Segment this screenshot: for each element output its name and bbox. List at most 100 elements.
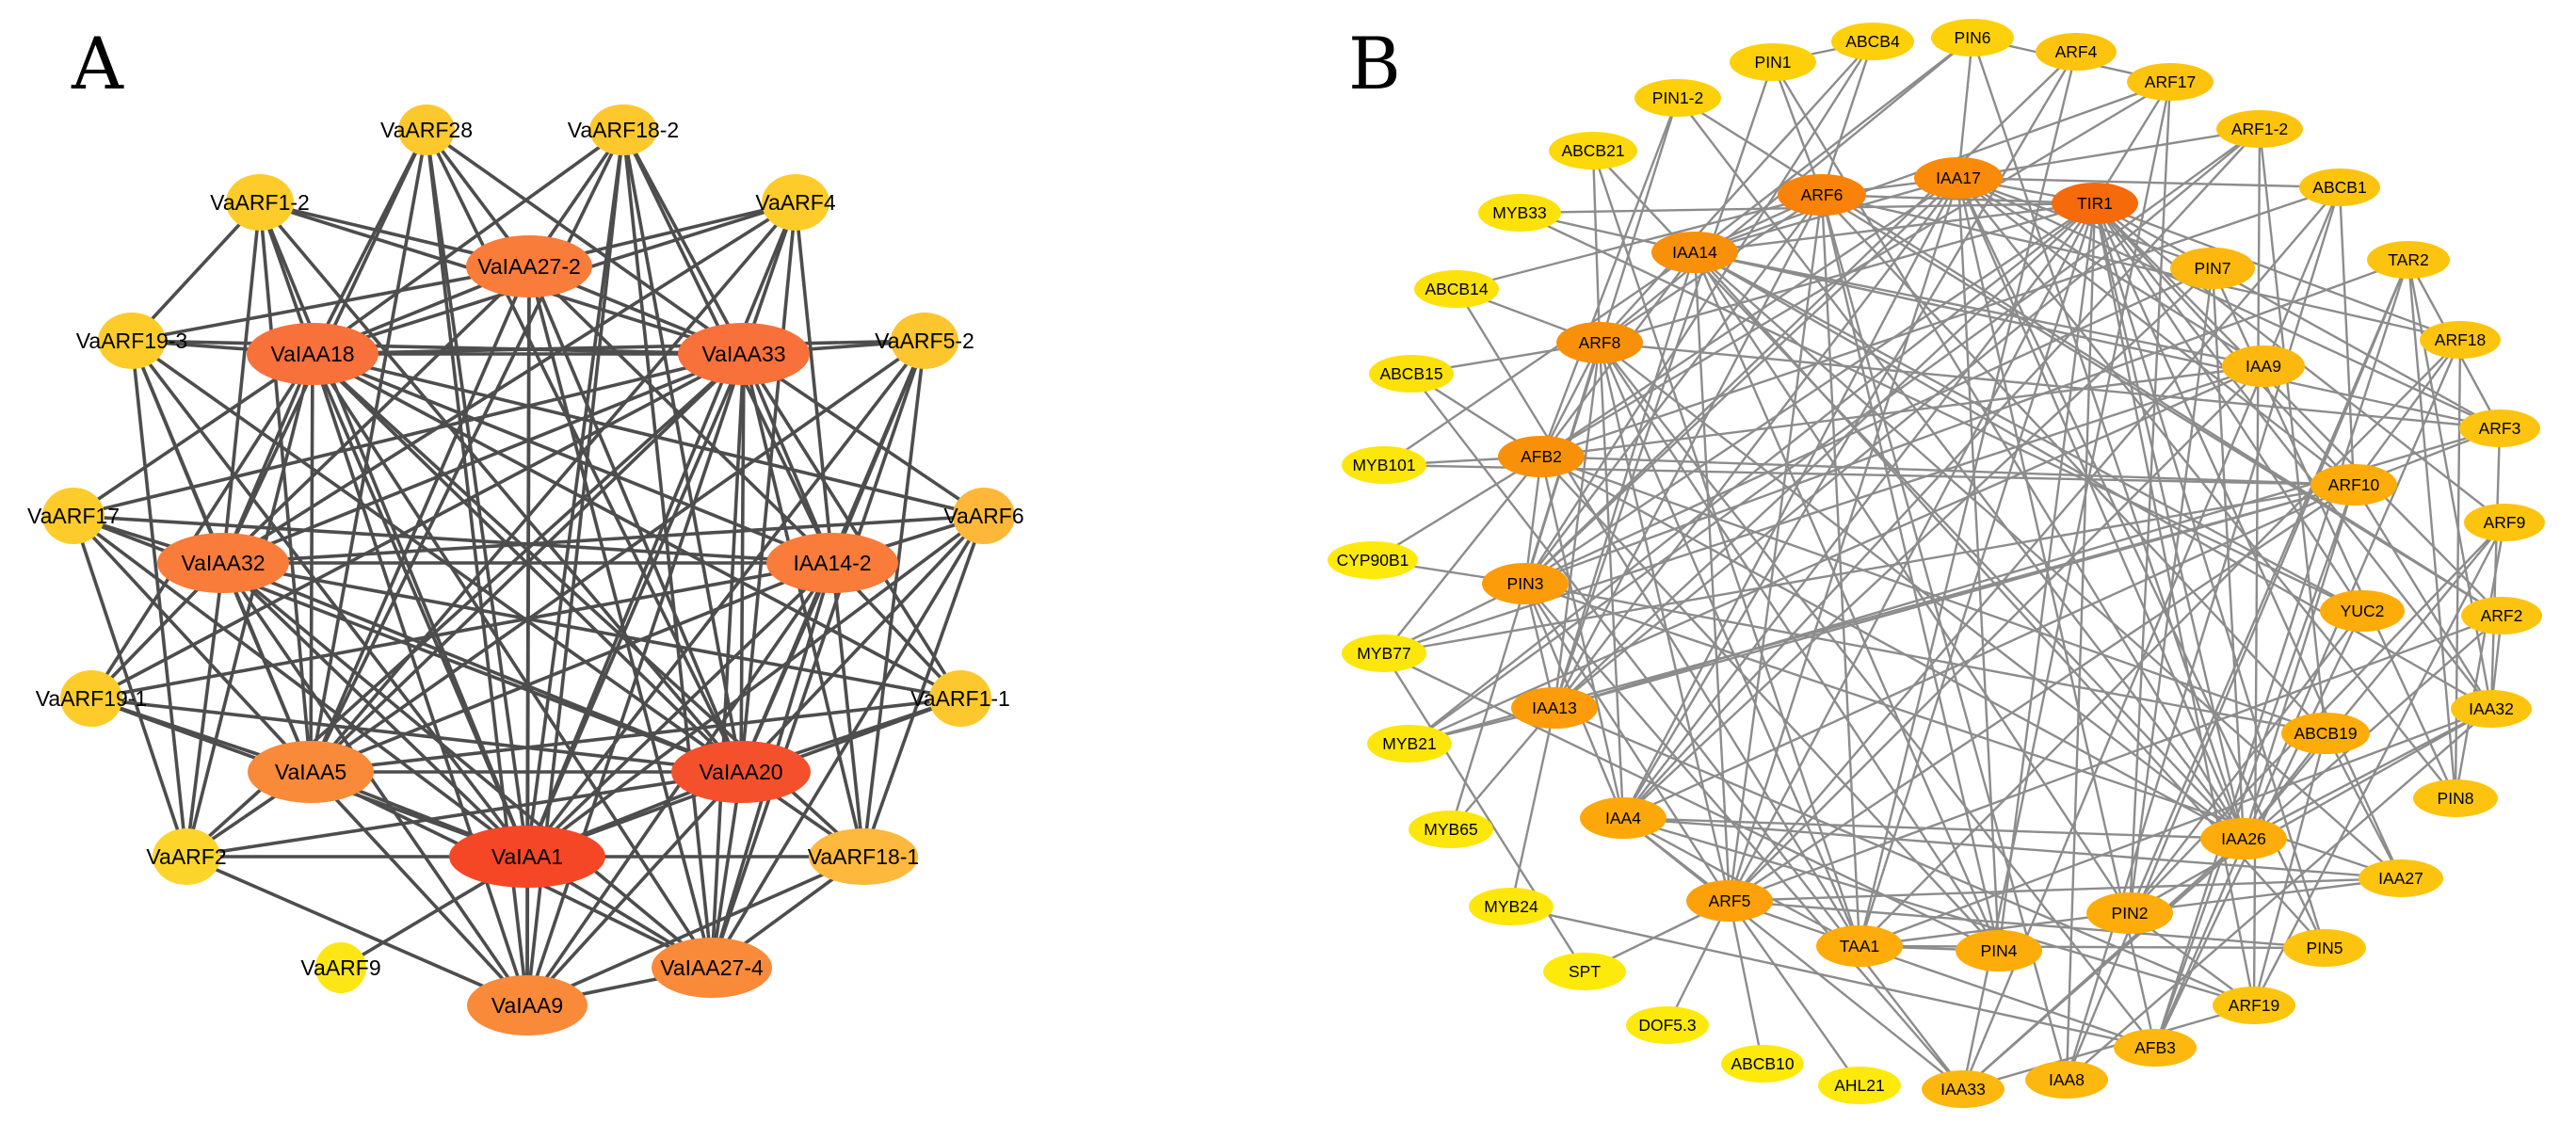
panel-a-node-label: VaARF1-2 bbox=[210, 190, 310, 215]
panel-b-node-label: PIN5 bbox=[2307, 939, 2343, 957]
panel-a-node-vaarf6: VaARF6 bbox=[943, 488, 1024, 544]
panel-b-edge bbox=[1729, 876, 2402, 903]
panel-b-node-shape bbox=[1931, 19, 2014, 56]
panel-b-node-iaa27: IAA27 bbox=[2359, 859, 2443, 897]
panel-a-edge bbox=[527, 265, 714, 969]
panel-b-node-label: IAA13 bbox=[1532, 698, 1577, 717]
panel-b-edge bbox=[1621, 177, 1960, 819]
panel-b-node-shape bbox=[2310, 464, 2397, 506]
panel-b-node-shape bbox=[1511, 687, 1598, 729]
panel-b-node-shape bbox=[1342, 446, 1426, 484]
panel-b-node-label: PIN8 bbox=[2438, 789, 2474, 808]
panel-b-node-pin1: PIN1 bbox=[1730, 43, 1816, 81]
panel-b-node-shape bbox=[1914, 157, 2003, 199]
panel-b-edge bbox=[1540, 80, 2171, 458]
panel-a-node-shape bbox=[762, 174, 829, 231]
panel-b-edge bbox=[1383, 651, 2000, 953]
panel-a-node-label: VaIAA27-4 bbox=[660, 955, 764, 980]
panel-a-node-shape bbox=[766, 533, 898, 593]
panel-a-node-shape bbox=[467, 975, 588, 1036]
panel-a-edge bbox=[222, 201, 797, 565]
panel-a-edge bbox=[258, 201, 529, 858]
panel-b-edge bbox=[1729, 899, 2326, 950]
panel-b-node-iaa4: IAA4 bbox=[1580, 797, 1666, 839]
panel-a-edge bbox=[222, 561, 961, 700]
panel-b-edge bbox=[1957, 177, 2456, 799]
panel-a-edge bbox=[312, 352, 985, 518]
panel-a-edge bbox=[710, 515, 986, 969]
panel-b-edge bbox=[2094, 202, 2492, 710]
panel-a-node-shape bbox=[678, 323, 810, 385]
panel-a-edge bbox=[739, 514, 986, 774]
panel-a-edge bbox=[311, 353, 529, 1006]
panel-b-node-shape bbox=[1634, 79, 1721, 117]
panel-b-node-shape bbox=[1414, 270, 1499, 308]
panel-b-node-shape bbox=[2200, 818, 2287, 859]
panel-a-edge bbox=[309, 129, 625, 773]
panel-b-node-label: PIN1 bbox=[1755, 53, 1792, 72]
panel-b-node-arf6: ARF6 bbox=[1778, 174, 1866, 216]
panel-a-node-shape bbox=[589, 104, 657, 155]
panel-a-node-shape bbox=[157, 533, 289, 593]
panel-b-edge bbox=[1622, 267, 2214, 819]
panel-b-node-arf1-2: ARF1-2 bbox=[2216, 110, 2303, 148]
panel-a-node-label: VaIAA1 bbox=[491, 844, 563, 869]
panel-b-edge bbox=[1859, 707, 2492, 948]
panel-b-node-shape bbox=[1721, 1045, 1804, 1083]
panel-b-edge bbox=[1997, 202, 2097, 952]
panel-a-node-label: VaARF17 bbox=[27, 504, 120, 528]
panel-b-node-afb3: AFB3 bbox=[2114, 1029, 2197, 1067]
panel-b-node-arf10: ARF10 bbox=[2310, 464, 2397, 506]
panel-b-node-cyp90b1: CYP90B1 bbox=[1328, 541, 1418, 579]
panel-b-node-arf4: ARF4 bbox=[2036, 33, 2117, 71]
panel-b-edge bbox=[1821, 194, 2326, 734]
panel-b-node-label: MYB21 bbox=[1382, 734, 1436, 753]
panel-a-edge bbox=[90, 352, 745, 700]
panel-b-edge bbox=[1729, 614, 2503, 903]
panel-a-node-label: VaARF6 bbox=[943, 504, 1023, 528]
panel-a-edge bbox=[311, 128, 625, 356]
panel-b-edge bbox=[1821, 193, 2461, 342]
panel-b-edge bbox=[1598, 342, 1625, 819]
panel-a-edge bbox=[222, 352, 745, 565]
panel-a-edge bbox=[90, 561, 833, 700]
panel-b-node-shape bbox=[1686, 880, 1773, 922]
panel-a-node-shape bbox=[226, 174, 294, 231]
panel-b-edge bbox=[2093, 81, 2172, 204]
panel-b-node-pin3: PIN3 bbox=[1482, 563, 1569, 604]
panel-b-edge bbox=[1622, 816, 2245, 841]
panel-b-node-label: ABCB4 bbox=[1845, 32, 1900, 51]
panel-b-edge bbox=[2129, 610, 2363, 914]
panel-b-edge bbox=[2129, 707, 2492, 915]
panel-a-node-shape bbox=[671, 741, 811, 803]
panel-b-node-shape bbox=[1469, 888, 1554, 925]
panel-b-node-iaa33: IAA33 bbox=[1922, 1070, 2004, 1108]
panel-a-edge bbox=[312, 352, 833, 565]
panel-b-node-dof5-3: DOF5.3 bbox=[1626, 1006, 1709, 1044]
panel-a-edge bbox=[309, 339, 926, 774]
panel-b-edge bbox=[2252, 128, 2262, 1006]
panel-b-letter: B bbox=[1348, 22, 1401, 105]
panel-a-node-vaarf19-1: VaARF19-1 bbox=[36, 670, 147, 727]
panel-b-node-arf9: ARF9 bbox=[2464, 504, 2545, 541]
panel-a-edge bbox=[130, 339, 529, 859]
panel-b-node-abcb14: ABCB14 bbox=[1414, 270, 1499, 308]
panel-b-node-pin8: PIN8 bbox=[2413, 779, 2498, 817]
panel-b-node-shape bbox=[2213, 987, 2295, 1024]
panel-b-node-arf19: ARF19 bbox=[2213, 987, 2295, 1024]
panel-b-node-label: ARF10 bbox=[2328, 475, 2380, 494]
panel-b-edge bbox=[1693, 251, 2001, 952]
panel-b-node-shape bbox=[2114, 1029, 2197, 1067]
panel-b-edge bbox=[1956, 37, 1974, 179]
panel-b-edge bbox=[1523, 583, 1556, 709]
panel-a-node-label: VaIAA18 bbox=[270, 342, 354, 366]
panel-a-edge bbox=[72, 514, 529, 859]
panel-a-edge bbox=[222, 514, 985, 565]
panel-b-edge bbox=[1729, 900, 1860, 1086]
panel-b-edge bbox=[1820, 194, 2001, 952]
panel-b-node-label: PIN1-2 bbox=[1652, 88, 1703, 107]
panel-b-node-abcb10: ABCB10 bbox=[1721, 1045, 1804, 1083]
panel-b-node-label: IAA32 bbox=[2469, 699, 2514, 718]
panel-b-node-arf8: ARF8 bbox=[1556, 322, 1643, 363]
